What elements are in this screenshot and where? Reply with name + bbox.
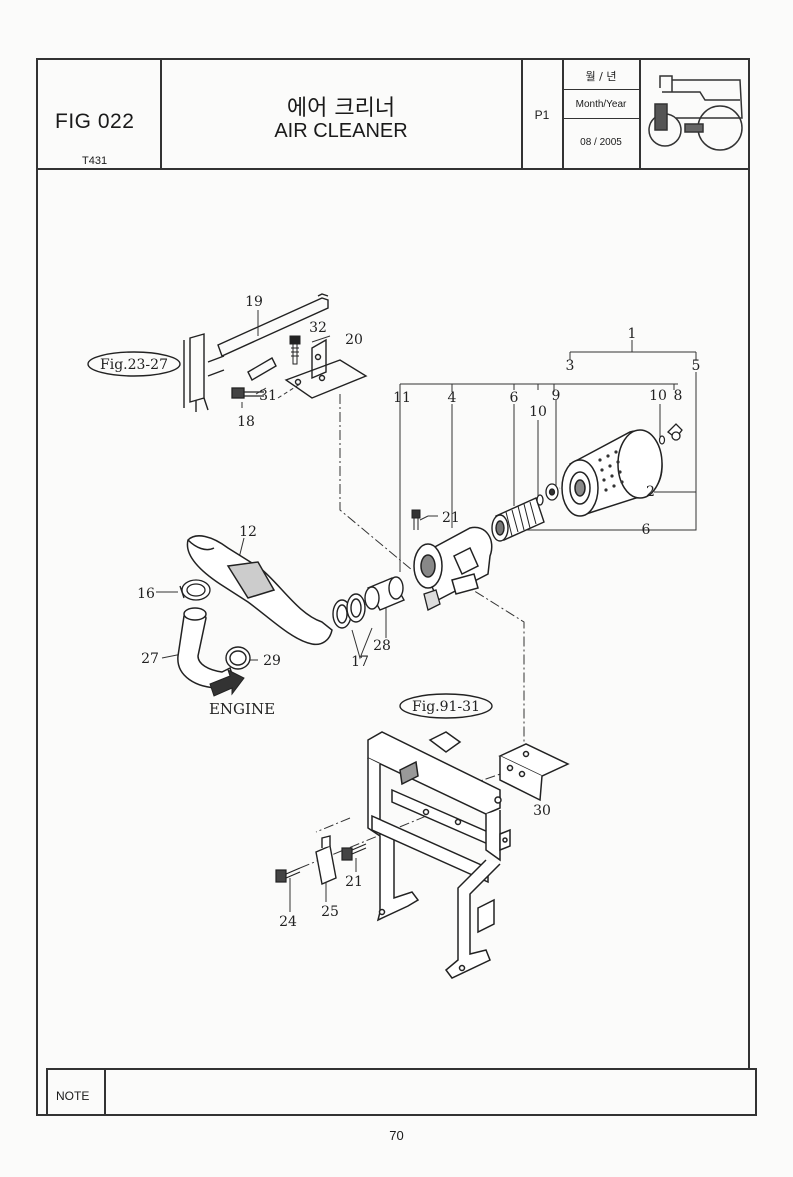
callout-8: 8: [674, 388, 683, 404]
clamp-16: [179, 579, 211, 601]
callout-3: 3: [566, 358, 575, 374]
figure-code: FIG 022: [55, 110, 135, 133]
title-korean: 에어 크리너: [286, 96, 396, 121]
date-row-rule: [562, 118, 640, 119]
washer-10: [536, 494, 544, 506]
valve-11: [423, 589, 441, 611]
header-divider: [562, 58, 564, 170]
ref-label: Fig.23-27: [100, 357, 168, 373]
callout-lines: [156, 310, 697, 912]
ref-fig-23-27[interactable]: Fig.23-27: [87, 351, 181, 377]
callout-10: 10: [529, 404, 547, 420]
callout-12: 12: [239, 524, 257, 540]
hose-28: [364, 576, 405, 611]
note-box: [46, 1068, 757, 1116]
engine-label: ENGINE: [209, 700, 275, 718]
callout-27: 27: [141, 651, 159, 667]
upper-bracket-19: [183, 293, 329, 412]
callout-32: 32: [309, 320, 327, 336]
callout-17: 17: [351, 654, 369, 670]
callout-10-right: 10: [649, 388, 667, 404]
bolt-24: [275, 867, 301, 883]
clamp-29: [225, 646, 251, 670]
callout-24: 24: [279, 914, 297, 930]
note-label: NOTE: [56, 1089, 90, 1103]
date-header-korean: 월 / 년: [585, 70, 617, 83]
header-divider: [521, 58, 523, 170]
callout-29: 29: [263, 653, 281, 669]
callout-18: 18: [237, 414, 255, 430]
nut-9: [545, 483, 559, 501]
ref-fig-91-31[interactable]: Fig.91-31: [399, 693, 493, 719]
bolt-18: [231, 387, 264, 399]
callout-1: 1: [628, 326, 637, 342]
clamps-17: [332, 593, 366, 629]
callout-9: 9: [552, 388, 561, 404]
callout-19: 19: [245, 294, 263, 310]
callout-25: 25: [321, 904, 339, 920]
callout-11: 11: [393, 390, 411, 406]
callout-4: 4: [448, 390, 457, 406]
callout-20: 20: [345, 332, 363, 348]
callout-5: 5: [692, 358, 701, 374]
callout-16: 16: [137, 586, 155, 602]
page-code: P1: [534, 108, 550, 122]
callout-2: 2: [646, 484, 655, 500]
date-header-label: Month/Year: [575, 99, 627, 110]
callout-21: 21: [442, 510, 460, 526]
bracket-30: [498, 743, 570, 802]
page-title: AIR CLEANER: [274, 120, 408, 142]
intake-pipe-12: [186, 535, 333, 646]
wing-nut-8: [667, 423, 683, 441]
callout-labels: 1 2 3 4 5 6 6 8 9 10 10 11 12 16 17 18 1…: [137, 294, 700, 930]
callout-31: 31: [259, 388, 277, 404]
model-code: T431: [82, 155, 108, 167]
callout-28: 28: [373, 638, 391, 654]
bolt-21-upper: [411, 509, 421, 530]
hose-27: [177, 607, 235, 689]
callout-6: 6: [510, 390, 519, 406]
note-divider: [104, 1068, 106, 1116]
header-bottom-rule: [36, 168, 750, 170]
ref-label: Fig.91-31: [412, 699, 480, 715]
bolt-21-lower: [341, 843, 367, 861]
header-divider: [160, 58, 162, 170]
callout-6-lower: 6: [642, 522, 651, 538]
inner-element-6: [491, 497, 545, 542]
page-number: 70: [389, 1128, 404, 1143]
washer-10-right: [658, 435, 666, 445]
date-value: 08 / 2005: [580, 137, 622, 148]
header-divider: [639, 58, 641, 170]
bracket-25: [315, 835, 337, 885]
callout-30: 30: [533, 803, 551, 819]
callout-21-lower: 21: [345, 874, 363, 890]
air-cleaner-body-4: [413, 526, 493, 602]
date-row-rule: [562, 89, 640, 90]
engine-arrow: [209, 669, 245, 697]
mount-plate-20: [284, 338, 368, 399]
tractor-icon: [648, 75, 743, 151]
outer-element-2: [561, 429, 663, 517]
support-frame: [367, 731, 511, 979]
bolt-32: [289, 335, 301, 365]
